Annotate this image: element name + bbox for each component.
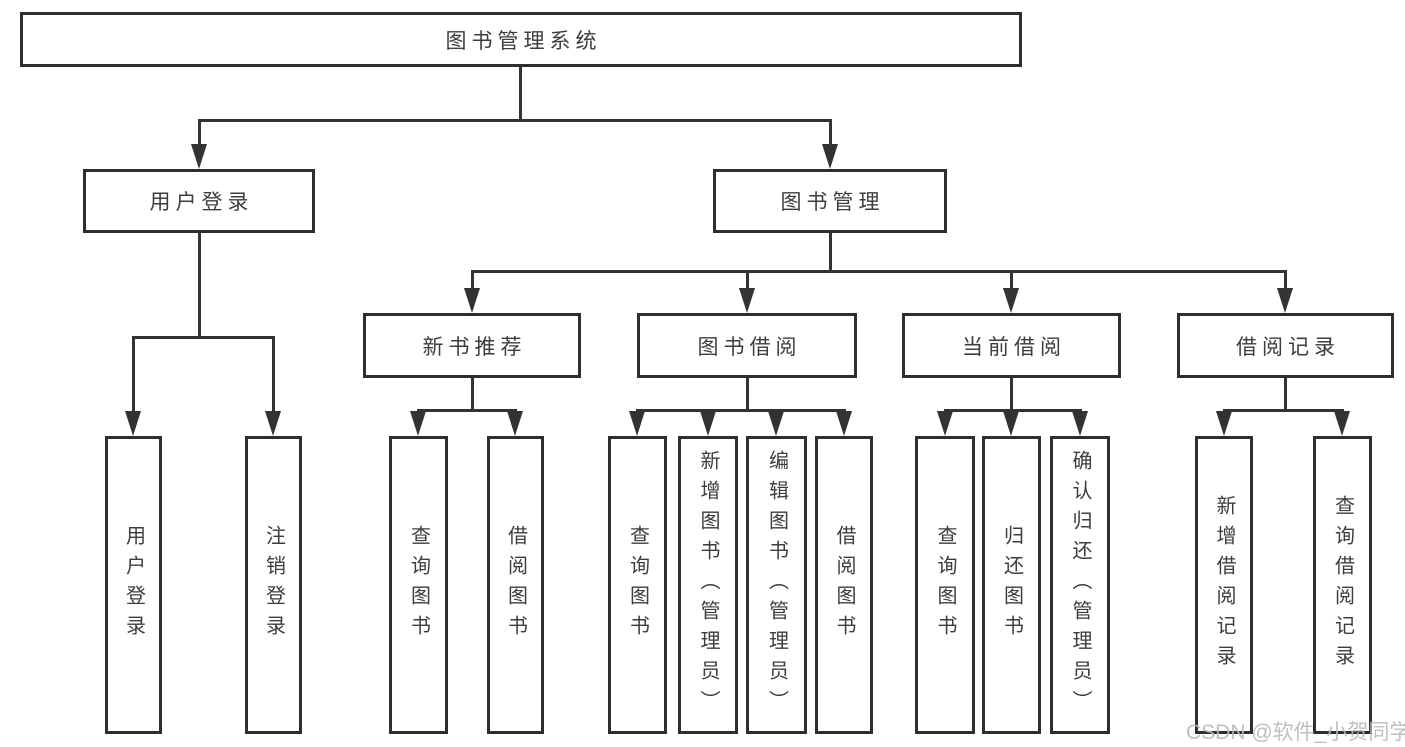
node-borrow-records: 借阅记录 xyxy=(1177,313,1394,378)
node-label: 当前借阅 xyxy=(962,335,1066,359)
arrow-down-icon xyxy=(1071,411,1088,436)
connector-level2-bar xyxy=(470,270,1287,273)
arrow-down-icon xyxy=(410,411,426,436)
arrow-down-icon xyxy=(821,144,838,169)
arrow-down-icon xyxy=(1003,411,1019,436)
node-label: 查询图书 xyxy=(626,525,649,645)
node-library-management-system: 图书管理系统 xyxy=(20,12,1022,67)
arrow-down-icon xyxy=(507,411,523,436)
node-leaf-add-books-admin: 新增图书（管理员） xyxy=(678,436,738,734)
connector-line xyxy=(1010,270,1013,292)
node-label: 借阅图书 xyxy=(504,525,527,645)
connector-book-management-stem xyxy=(828,233,832,270)
node-book-borrow: 图书借阅 xyxy=(637,313,857,378)
connector-line xyxy=(132,336,135,414)
arrow-down-icon xyxy=(1277,288,1293,313)
connector-bar xyxy=(1222,409,1344,412)
node-leaf-user-login: 用户登录 xyxy=(105,436,162,734)
arrow-down-icon xyxy=(835,411,852,436)
node-leaf-confirm-return-admin: 确认归还（管理员） xyxy=(1050,436,1110,734)
connector-stem xyxy=(1010,378,1013,411)
connector-stem xyxy=(745,378,749,411)
node-label: 借阅图书 xyxy=(833,525,855,645)
node-label: 图书管理系统 xyxy=(445,29,602,53)
arrow-down-icon xyxy=(1003,288,1019,313)
connector-bar xyxy=(636,409,846,412)
node-leaf-query-borrow-record: 查询借阅记录 xyxy=(1313,436,1372,734)
connector-root-stem xyxy=(518,67,522,119)
node-label: 新增图书（管理员） xyxy=(697,450,719,720)
node-leaf-borrow-books-recommend: 借阅图书 xyxy=(487,436,544,734)
node-label: 用户登录 xyxy=(149,191,254,214)
arrow-down-icon xyxy=(463,288,480,313)
arrow-down-icon xyxy=(699,411,716,436)
node-new-book-recommend: 新书推荐 xyxy=(363,313,581,378)
node-label: 查询图书 xyxy=(407,525,430,645)
connector-line xyxy=(470,270,474,292)
connector-line xyxy=(197,119,201,149)
node-label: 图书借阅 xyxy=(697,335,802,359)
arrow-down-icon xyxy=(125,411,141,436)
arrow-down-icon xyxy=(190,144,207,169)
arrow-down-icon xyxy=(738,288,755,313)
node-label: 用户登录 xyxy=(122,525,145,645)
node-label: 注销登录 xyxy=(262,525,285,645)
connector-stem xyxy=(1284,378,1287,411)
node-user-login: 用户登录 xyxy=(83,169,315,233)
connector-line xyxy=(745,270,749,292)
node-leaf-return-books: 归还图书 xyxy=(982,436,1041,734)
connector-level1-bar xyxy=(197,119,832,122)
arrow-down-icon xyxy=(1334,411,1350,436)
node-leaf-query-books-borrow: 查询图书 xyxy=(608,436,667,734)
node-leaf-query-books-current: 查询图书 xyxy=(915,436,975,734)
node-label: 借阅记录 xyxy=(1236,335,1340,359)
connector-line xyxy=(272,336,275,414)
node-current-borrow: 当前借阅 xyxy=(902,313,1121,378)
node-leaf-query-books-recommend: 查询图书 xyxy=(389,436,448,734)
csdn-watermark: CSDN @软件_小贺同学 xyxy=(1186,721,1405,744)
node-leaf-add-borrow-record: 新增借阅记录 xyxy=(1195,436,1253,734)
node-label: 归还图书 xyxy=(1000,525,1023,645)
arrow-down-icon xyxy=(1215,411,1232,436)
node-leaf-logout: 注销登录 xyxy=(245,436,302,734)
connector-line xyxy=(1284,270,1287,292)
node-label: 图书管理 xyxy=(780,191,885,214)
node-label: 查询图书 xyxy=(934,525,956,645)
node-label: 新增借阅记录 xyxy=(1213,495,1235,675)
connector-user-login-bar xyxy=(132,336,275,339)
node-book-management: 图书管理 xyxy=(713,169,947,233)
node-label: 编辑图书（管理员） xyxy=(765,450,788,720)
arrow-down-icon xyxy=(768,411,784,436)
connector-line xyxy=(828,119,832,149)
node-label: 确认归还（管理员） xyxy=(1069,450,1091,720)
connector-bar xyxy=(417,409,517,412)
node-label: 新书推荐 xyxy=(422,335,527,359)
arrow-down-icon xyxy=(265,411,281,436)
arrow-down-icon xyxy=(936,411,953,436)
node-leaf-edit-books-admin: 编辑图书（管理员） xyxy=(746,436,807,734)
connector-stem xyxy=(470,378,474,411)
connector-user-login-stem xyxy=(197,233,201,336)
node-label: 查询借阅记录 xyxy=(1331,495,1354,675)
node-leaf-borrow-books: 借阅图书 xyxy=(815,436,873,734)
arrow-down-icon xyxy=(629,411,645,436)
